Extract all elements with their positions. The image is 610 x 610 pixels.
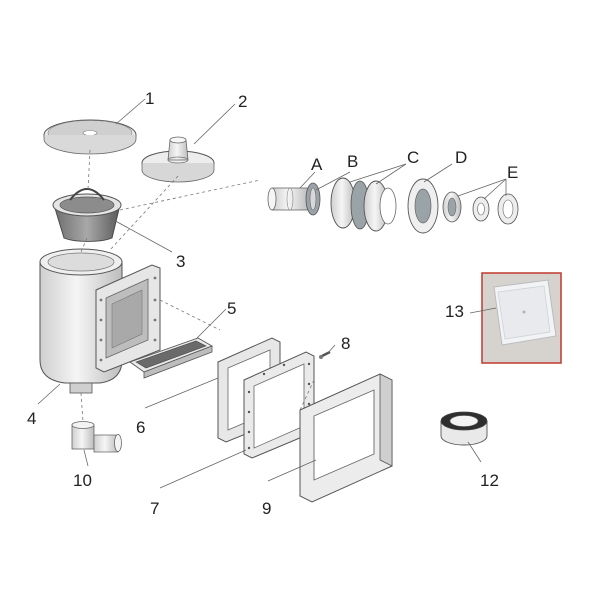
label-c: C (407, 148, 419, 167)
fitting-a-nipple (267, 187, 309, 211)
part-3-basket (52, 188, 122, 242)
part-labels: 1 2 3 4 5 6 7 8 9 10 12 13 A B C D E (27, 89, 518, 518)
fitting-e-reducers (442, 191, 519, 225)
leader-lines (37, 98, 507, 489)
part-7-gasket (243, 351, 315, 459)
label-4: 4 (27, 409, 36, 428)
fitting-c-flange-nut (330, 177, 397, 232)
part-10-elbow-fitting (71, 421, 122, 453)
part-1-skimmer-lid (43, 119, 137, 155)
label-5: 5 (227, 299, 236, 318)
part-12-tape-roll (440, 411, 488, 446)
part-9-face-plate (299, 373, 393, 503)
label-1: 1 (145, 89, 154, 108)
part-13-cover-photo (481, 272, 562, 364)
label-a: A (311, 155, 323, 174)
part-4-skimmer-body (39, 248, 161, 394)
label-2: 2 (238, 92, 247, 111)
label-7: 7 (150, 499, 159, 518)
label-3: 3 (176, 252, 185, 271)
label-8: 8 (341, 334, 350, 353)
fitting-d-ring (407, 178, 439, 234)
label-e: E (507, 163, 518, 182)
label-b: B (347, 152, 358, 171)
label-6: 6 (136, 418, 145, 437)
label-12: 12 (480, 471, 499, 490)
fitting-b-gasket (305, 182, 321, 216)
label-10: 10 (73, 471, 92, 490)
part-5-weir-door (129, 337, 214, 379)
part-2-float-cap (141, 136, 215, 183)
label-d: D (455, 148, 467, 167)
label-13: 13 (445, 302, 464, 321)
label-9: 9 (262, 499, 271, 518)
